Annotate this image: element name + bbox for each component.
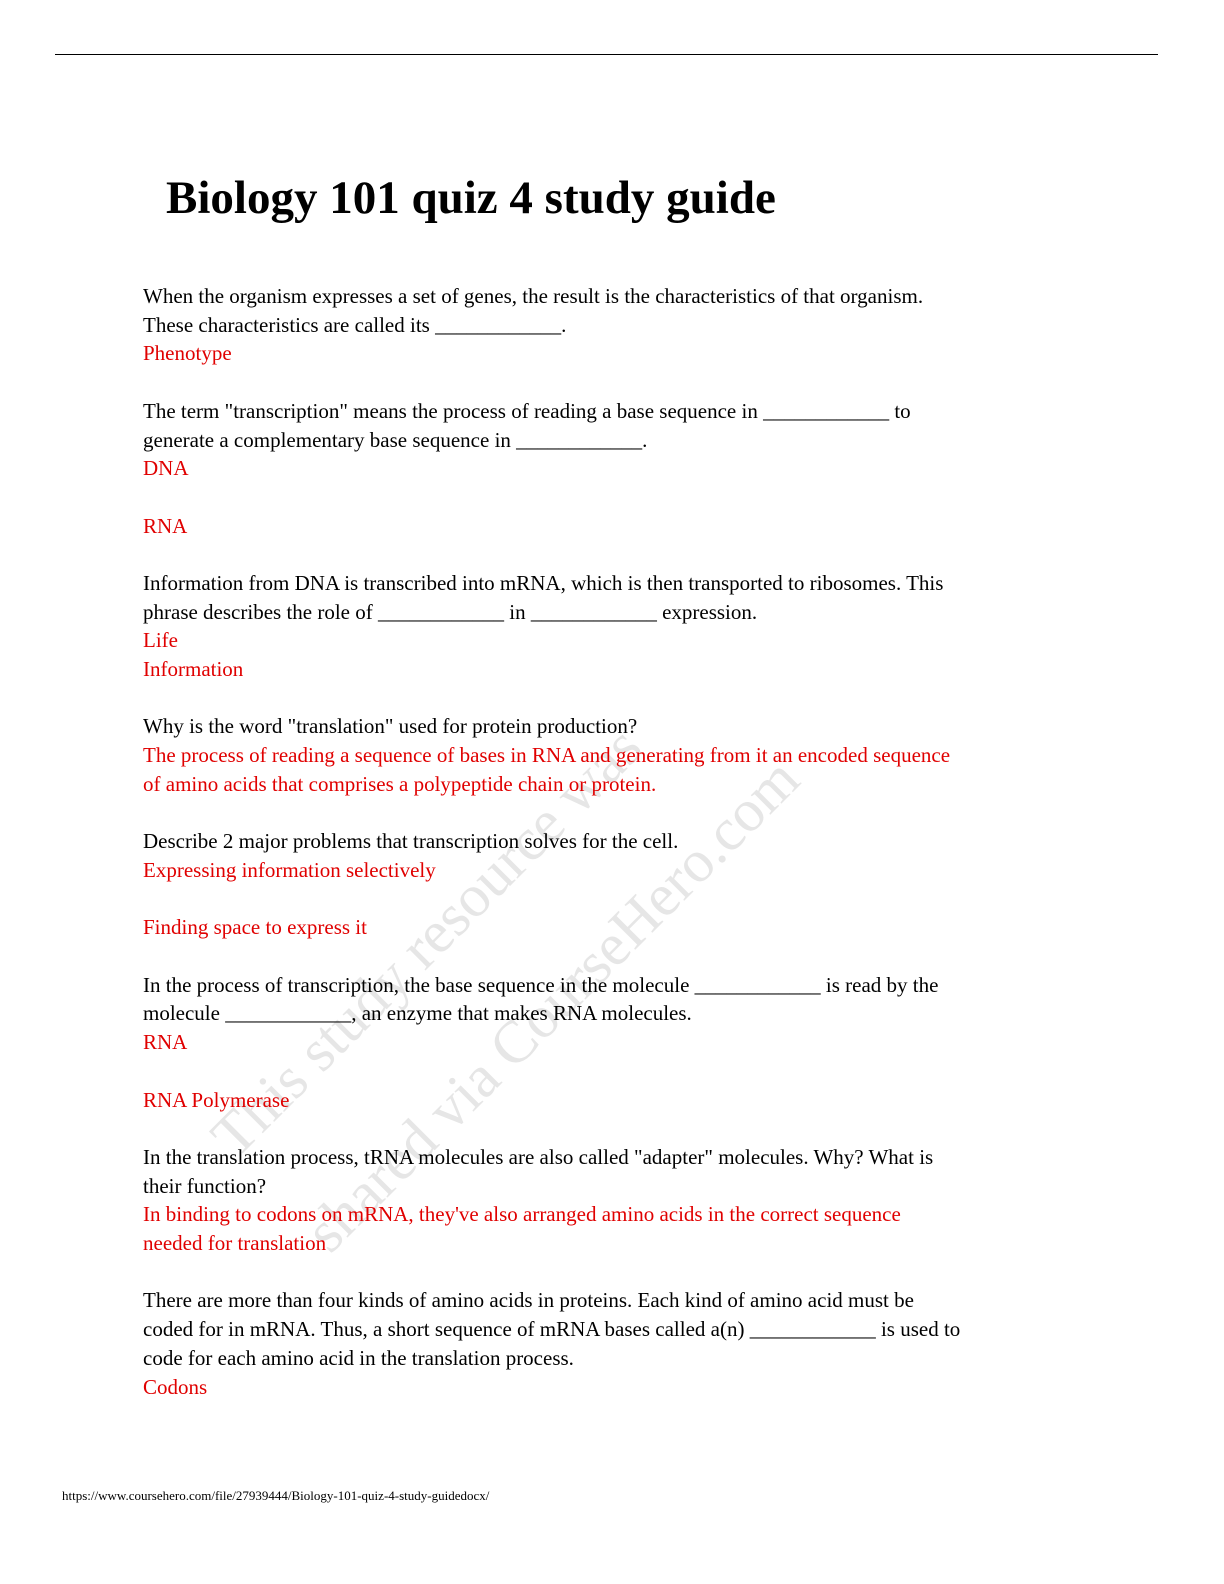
answer-line: The process of reading a sequence of bas… [143,743,951,768]
answer-line: Codons [143,1374,208,1399]
answer-line: Life [143,628,178,653]
blank-line [143,799,1093,828]
blank-line [143,1258,1093,1287]
question-line: coded for in mRNA. Thus, a short sequenc… [143,1317,961,1342]
question-line: These characteristics are called its ___… [143,312,567,337]
answer-line: Finding space to express it [143,915,367,940]
answer-line: RNA [143,1030,188,1055]
blank-line [143,885,1093,914]
answer-line: In binding to codons on mRNA, they've al… [143,1202,901,1227]
answer-line: Information [143,657,244,682]
source-url-link[interactable]: https://www.coursehero.com/file/27939444… [62,1488,490,1503]
top-rule [55,54,1158,55]
question-line: Information from DNA is transcribed into… [143,570,944,595]
answer-line: RNA [143,513,188,538]
blank-line [143,1057,1093,1086]
question-line: Why is the word "translation" used for p… [143,714,638,739]
document-title: Biology 101 quiz 4 study guide [166,172,776,224]
question-line: There are more than four kinds of amino … [143,1288,914,1313]
question-line: In the process of transcription, the bas… [143,972,939,997]
question-line: molecule ____________, an enzyme that ma… [143,1001,692,1026]
question-line: code for each amino acid in the translat… [143,1345,574,1370]
question-line: In the translation process, tRNA molecul… [143,1144,934,1169]
question-line: The term "transcription" means the proce… [143,398,911,423]
blank-line [143,540,1093,569]
question-line: their function? [143,1173,267,1198]
answer-line: needed for translation [143,1231,327,1256]
answer-line: DNA [143,456,189,481]
answer-line: Phenotype [143,341,232,366]
blank-line [143,684,1093,713]
question-line: When the organism expresses a set of gen… [143,284,924,308]
question-line: Describe 2 major problems that transcrip… [143,829,679,854]
blank-line [143,483,1093,512]
blank-line [143,942,1093,971]
question-line: generate a complementary base sequence i… [143,427,648,452]
answer-line: Expressing information selectively [143,857,436,882]
answer-line: of amino acids that comprises a polypept… [143,771,657,796]
blank-line [143,1114,1093,1143]
study-guide-body: When the organism expresses a set of gen… [143,282,1093,1401]
blank-line [143,368,1093,397]
question-line: phrase describes the role of ___________… [143,599,758,624]
answer-line: RNA Polymerase [143,1087,290,1112]
